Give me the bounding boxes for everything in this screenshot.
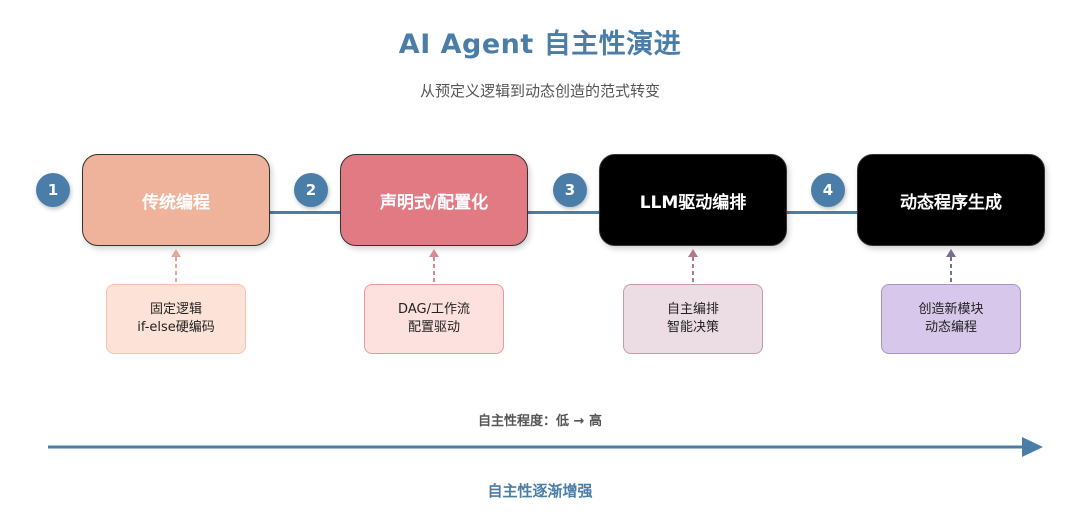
stage-note-3: 自主编排 智能决策 [623,284,763,354]
stage-label: LLM驱动编排 [639,192,747,213]
stage-label: 传统编程 [142,192,210,213]
dashed-up-arrow-icon [171,249,181,283]
stage-note-2: DAG/工作流 配置驱动 [364,284,504,354]
stage-box-2: 声明式/配置化 [340,154,528,246]
note-line: DAG/工作流 [398,302,470,317]
dashed-up-arrow-icon [429,249,439,283]
note-line: 固定逻辑 [149,302,202,317]
step-number-badge: 2 [294,173,328,207]
connector-line [528,211,600,214]
dashed-up-arrow-icon [688,249,698,283]
stage-label: 声明式/配置化 [379,192,489,213]
stage-note-1: 固定逻辑 if-else硬编码 [106,284,246,354]
step-number-badge: 1 [36,173,70,207]
note-line: 自主编排 [666,302,719,317]
note-line: 动态编程 [924,320,977,335]
long-right-arrow-icon [48,437,1043,457]
note-line: 创造新模块 [918,302,984,317]
stage-note-4: 创造新模块 动态编程 [881,284,1021,354]
dashed-up-arrow-icon [946,249,956,283]
connector-line [270,211,342,214]
step-number-badge: 4 [811,173,845,207]
note-line: 智能决策 [666,320,719,335]
autonomy-arrow-label: 自主性逐渐增强 [487,482,593,500]
connector-line [786,211,858,214]
page-title: AI Agent 自主性演进 [398,29,682,60]
step-number-badge: 3 [553,173,587,207]
stage-box-1: 传统编程 [82,154,270,246]
stage-box-3: LLM驱动编排 [599,154,787,246]
stage-box-4: 动态程序生成 [857,154,1045,246]
stage-label: 动态程序生成 [900,192,1002,213]
autonomy-scale-label: 自主性程度：低 → 高 [478,414,602,429]
note-line: if-else硬编码 [137,320,215,335]
note-line: 配置驱动 [407,320,460,335]
page-subtitle: 从预定义逻辑到动态创造的范式转变 [419,82,660,100]
